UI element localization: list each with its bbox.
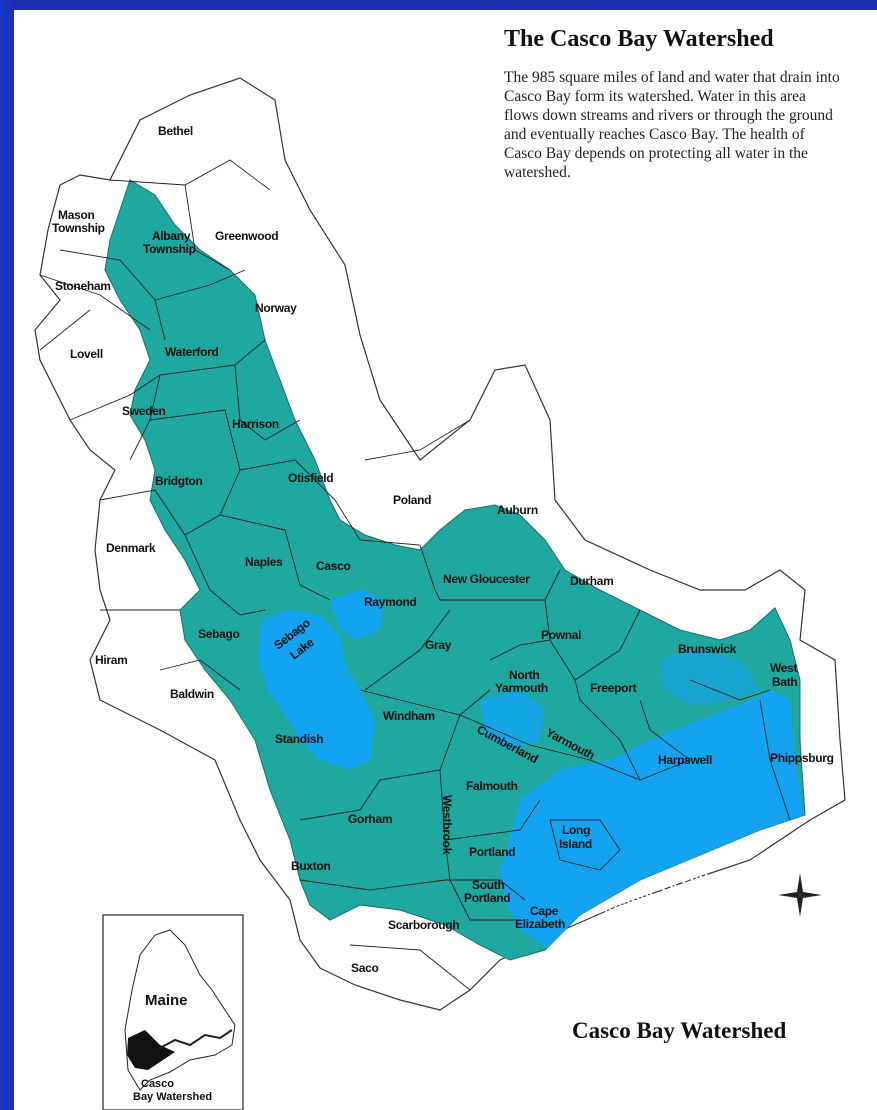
town-harrison: Harrison <box>232 417 279 431</box>
compass-rose-icon <box>778 873 822 917</box>
town-stoneham: Stoneham <box>55 279 111 293</box>
inset-watershed <box>127 1030 175 1070</box>
town-south-portland: South <box>472 878 505 892</box>
town-pownal: Pownal <box>541 628 581 642</box>
sebago-lake-water <box>258 610 375 770</box>
inset-maine-label: Maine <box>145 992 188 1009</box>
town-casco: Casco <box>316 559 351 573</box>
town-long-island: Long <box>562 823 590 837</box>
town-sweden: Sweden <box>122 404 166 418</box>
town-portland: Portland <box>469 845 515 859</box>
town-south-portland: Portland <box>464 891 510 905</box>
town-north-yarmouth: Yarmouth <box>495 681 548 695</box>
town-mason-township: Township <box>52 221 105 235</box>
town-cape-elizabeth: Cape <box>530 904 559 918</box>
watershed-map: Bethel Mason Township Albany Township Gr… <box>34 77 846 1110</box>
page-title: The Casco Bay Watershed <box>504 26 774 52</box>
town-north-yarmouth: North <box>509 668 540 682</box>
town-standish: Standish <box>275 732 323 746</box>
town-borders <box>39 159 791 991</box>
inset-watershed-label: Bay Watershed <box>133 1091 212 1103</box>
town-saco: Saco <box>351 961 378 975</box>
town-mason-township: Mason <box>58 208 95 222</box>
lake-water <box>330 590 385 640</box>
town-baldwin: Baldwin <box>170 687 214 701</box>
town-raymond: Raymond <box>364 595 417 609</box>
town-new-gloucester: New Gloucester <box>443 572 530 586</box>
town-poland: Poland <box>393 493 431 507</box>
town-otisfield: Otisfield <box>288 471 333 485</box>
town-gorham: Gorham <box>348 812 392 826</box>
town-naples: Naples <box>245 555 283 569</box>
town-cape-elizabeth: Elizabeth <box>515 917 565 931</box>
inset-coastline <box>159 1029 233 1049</box>
town-falmouth: Falmouth <box>466 779 518 793</box>
town-bridgton: Bridgton <box>155 474 203 488</box>
town-westbrook: Westbrook <box>440 795 454 855</box>
description-text: The 985 square miles of land and water t… <box>504 69 840 181</box>
town-denmark: Denmark <box>106 541 156 555</box>
casco-bay-water <box>660 650 760 705</box>
town-durham: Durham <box>570 574 614 588</box>
town-auburn: Auburn <box>497 503 538 517</box>
town-waterford: Waterford <box>165 345 219 359</box>
town-lovell: Lovell <box>70 347 103 361</box>
town-scarborough: Scarborough <box>388 918 459 932</box>
town-albany-township: Albany <box>152 229 191 243</box>
town-brunswick: Brunswick <box>678 642 737 656</box>
town-buxton: Buxton <box>291 859 331 873</box>
town-long-island: Island <box>559 837 592 851</box>
town-west-bath: West <box>770 661 798 675</box>
town-freeport: Freeport <box>590 681 637 695</box>
town-gray: Gray <box>425 638 452 652</box>
town-norway: Norway <box>255 301 297 315</box>
town-hiram: Hiram <box>95 653 128 667</box>
town-albany-township: Township <box>143 242 196 256</box>
inset-casco-label: Casco <box>141 1078 174 1090</box>
town-bethel: Bethel <box>158 124 193 138</box>
town-harpswell: Harpswell <box>658 753 712 767</box>
lake-water <box>480 690 545 750</box>
town-sebago: Sebago <box>198 627 240 641</box>
town-west-bath: Bath <box>772 675 797 689</box>
maine-inset-map: Maine Casco Bay Watershed <box>102 914 244 1110</box>
town-phippsburg: Phippsburg <box>770 751 834 765</box>
map-page: Bethel Mason Township Albany Township Gr… <box>14 10 877 1110</box>
town-greenwood: Greenwood <box>215 229 278 243</box>
casco-bay-water <box>500 690 805 948</box>
footer-title: Casco Bay Watershed <box>572 1018 787 1043</box>
town-windham: Windham <box>383 709 435 723</box>
